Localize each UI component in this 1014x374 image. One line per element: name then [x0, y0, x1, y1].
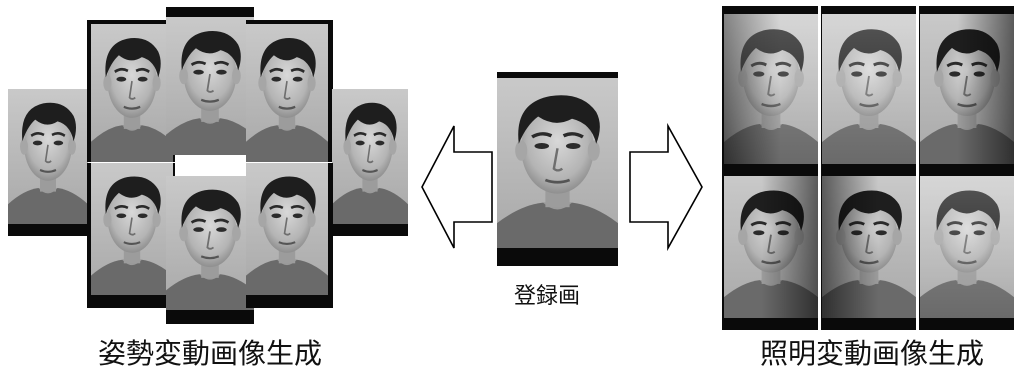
- pose-face-top-left: [87, 20, 175, 162]
- lighting-grid: [722, 6, 1014, 330]
- pose-face-top-right: [246, 20, 333, 162]
- pose-face-bottom-center: [166, 176, 254, 324]
- pose-face-bottom-left: [87, 163, 175, 308]
- pose-face-left: [8, 89, 88, 236]
- lighting-face-4: [724, 176, 818, 318]
- pose-face-top-center: [166, 7, 254, 155]
- grid-divider: [818, 6, 821, 330]
- lighting-face-3: [920, 14, 1014, 164]
- grid-divider: [916, 6, 919, 330]
- lighting-face-1: [724, 14, 818, 164]
- registered-caption: 登録画: [514, 284, 581, 309]
- pose-face-bottom-right: [246, 163, 333, 308]
- pose-face-right: [332, 89, 408, 236]
- left-arrow: [421, 125, 493, 249]
- pose-caption: 姿勢変動画像生成: [98, 337, 323, 370]
- lighting-face-5: [822, 176, 916, 318]
- lighting-face-6: [920, 176, 1014, 318]
- right-arrow: [629, 122, 703, 252]
- lighting-face-2: [822, 14, 916, 164]
- pose-cluster: [0, 0, 420, 330]
- lighting-caption: 照明変動画像生成: [760, 337, 985, 370]
- registered-face: [497, 72, 618, 266]
